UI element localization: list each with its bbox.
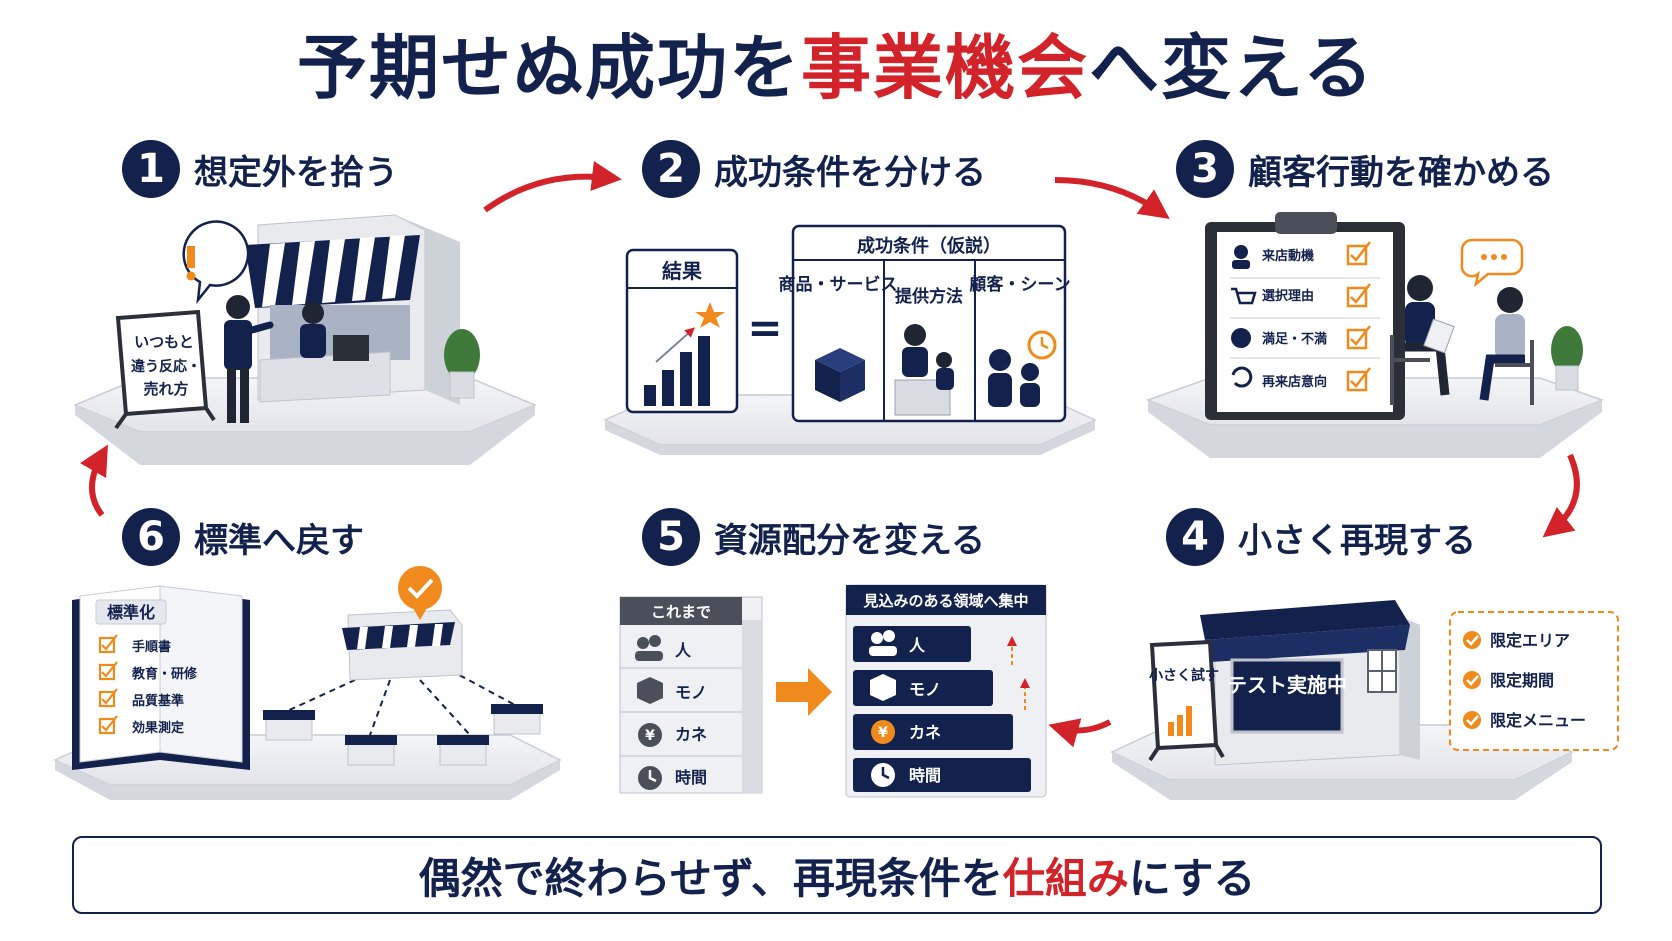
page-title: 予期せぬ成功を事業機会へ変える: [0, 18, 1672, 118]
checkmark-icon: [398, 566, 442, 620]
book-item-2: 教育・研修: [131, 666, 198, 682]
step-5-number: 5: [642, 508, 700, 566]
step-3-number: 3: [1176, 140, 1234, 198]
step-2-number: 2: [642, 140, 700, 198]
yen-icon-before: ¥: [645, 728, 655, 744]
checkbox-icons: [1346, 241, 1371, 392]
equals-sign: =: [747, 303, 782, 352]
clipboard: [1205, 212, 1405, 420]
clock-icon: [1027, 330, 1057, 360]
after-resource-2: モノ: [909, 680, 941, 699]
test-store-label: テスト実施中: [1227, 673, 1347, 697]
before-resource-3: カネ: [675, 725, 707, 744]
sign-1-line2: 違う反応・: [131, 358, 201, 375]
after-resource-1: 人: [909, 636, 926, 655]
book-item-1: 手順書: [132, 639, 171, 655]
condition-method: 提供方法: [895, 286, 963, 307]
step-3-label: 顧客行動を確かめる: [1248, 152, 1554, 193]
interview-illustration: [1390, 275, 1583, 405]
after-column: [845, 584, 1047, 798]
book-title: 標準化: [107, 603, 155, 622]
book-item-3: 品質基準: [132, 693, 184, 709]
arrow-6-to-1: [80, 444, 108, 517]
clock-icon-before: [648, 770, 657, 783]
before-resource-4: 時間: [675, 768, 707, 787]
limit-3: 限定メニュー: [1490, 711, 1586, 730]
sign-4-text: 小さく試す: [1149, 667, 1219, 684]
sign-1-line3: 売れ方: [143, 380, 188, 398]
step-6-number: 6: [122, 508, 180, 566]
step-5-header: 5 資源配分を変える: [642, 508, 985, 566]
step-2-label: 成功条件を分ける: [714, 152, 986, 193]
title-highlight: 事業機会: [801, 27, 1090, 109]
yen-icon: ¥: [878, 725, 888, 741]
sign-board-4: [1148, 639, 1225, 762]
arrow-2-to-3: [1054, 177, 1170, 219]
step-5-label: 資源配分を変える: [714, 520, 985, 561]
book-item-4: 効果測定: [132, 720, 184, 736]
result-card: [625, 248, 739, 414]
shop-illustration: [224, 214, 480, 423]
speech-bubble-icon: [1460, 238, 1524, 288]
test-store: [1200, 600, 1420, 766]
bottom-part3: にする: [1128, 853, 1256, 903]
staff-illustration: [894, 324, 954, 416]
bottom-part1: 偶然で終わらせず、再現条件を: [418, 853, 1003, 903]
check-item-4: 再来店意向: [1262, 374, 1327, 390]
bottom-message: 偶然で終わらせず、再現条件を仕組みにする: [72, 836, 1602, 914]
step-3-header: 3 顧客行動を確かめる: [1176, 140, 1554, 198]
sign-1-line1: いつもと: [134, 333, 194, 351]
bottom-highlight: 仕組み: [1002, 853, 1129, 903]
title-part1: 予期せぬ成功を: [297, 27, 802, 109]
check-item-2: 選択理由: [1262, 288, 1314, 304]
before-header: これまで: [651, 603, 711, 621]
arrow-3-to-4: [1542, 453, 1580, 538]
sign-board-1: [114, 309, 216, 430]
arrow-4-to-5: [1048, 718, 1112, 748]
step-1-header: 1 想定外を拾う: [122, 140, 398, 198]
result-label: 結果: [662, 259, 702, 283]
check-item-3: 満足・不満: [1262, 331, 1327, 347]
star-icon: [695, 302, 725, 328]
limits-box: [1449, 611, 1619, 751]
title-part3: へ変える: [1089, 27, 1375, 109]
box-illustration: [815, 348, 865, 402]
before-resource-1: 人: [675, 641, 692, 660]
after-header: 見込みのある領域へ集中: [862, 592, 1028, 610]
book-checkboxes: [98, 634, 118, 735]
after-icons: [869, 630, 897, 787]
step-1-label: 想定外を拾う: [194, 152, 398, 193]
step-6-label: 標準へ戻す: [194, 520, 364, 561]
step-4-label: 小さく再現する: [1238, 520, 1476, 561]
before-icons: [635, 635, 663, 790]
checklist-icons: [1231, 245, 1257, 388]
limit-check-icons: [1463, 631, 1481, 729]
step-6-header: 6 標準へ戻す: [122, 508, 364, 566]
step-4-header: 4 小さく再現する: [1166, 508, 1476, 566]
arrow-1-to-2: [483, 161, 622, 213]
limit-1: 限定エリア: [1490, 631, 1570, 650]
condition-product: 商品・サービス: [779, 274, 898, 295]
step-4-number: 4: [1166, 508, 1224, 566]
exclamation-icon: [182, 220, 250, 305]
condition-customer: 顧客・シーン: [969, 274, 1070, 295]
limit-2: 限定期間: [1490, 671, 1554, 690]
step-2-header: 2 成功条件を分ける: [642, 140, 986, 198]
realloc-arrow: [776, 668, 832, 716]
after-resource-3: カネ: [909, 723, 941, 742]
before-resource-2: モノ: [675, 683, 707, 702]
customers-illustration: [988, 349, 1040, 407]
after-resource-4: 時間: [909, 766, 941, 785]
check-item-1: 来店動機: [1261, 248, 1314, 264]
step-1-number: 1: [122, 140, 180, 198]
network-stores: [263, 609, 543, 766]
conditions-header: 成功条件（仮説）: [857, 235, 1001, 257]
